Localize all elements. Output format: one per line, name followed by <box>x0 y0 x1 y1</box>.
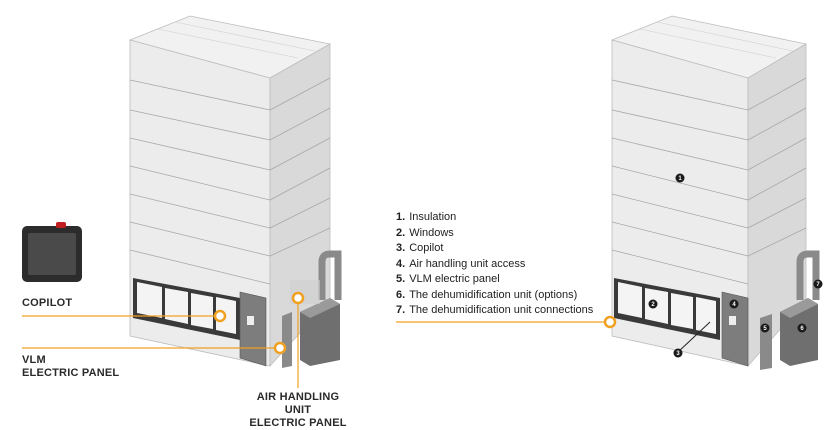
legend-item: 7.The dehumidification unit connections <box>396 304 594 316</box>
marker-5[interactable] <box>760 323 770 333</box>
marker-1[interactable] <box>675 173 685 183</box>
left-callout-lines <box>22 300 299 388</box>
marker-3-text: 3 <box>676 351 680 357</box>
legend-item: 4.Air handling unit access <box>396 257 526 270</box>
marker-5-text: 5 <box>763 326 767 332</box>
vlm-panel-label-line2: ELECTRIC PANEL <box>22 367 120 379</box>
vlm-panel-label-line1: VLM <box>22 354 46 366</box>
marker-2-text: 2 <box>651 302 655 308</box>
left-dehumidification-unit <box>282 250 342 368</box>
marker-2[interactable] <box>648 299 658 309</box>
marker-6[interactable] <box>797 323 807 333</box>
legend-item: 2.Windows <box>396 226 454 239</box>
marker-7-text: 7 <box>816 282 820 288</box>
legend-item: 1.Insulation <box>396 211 457 223</box>
legend-item: 3.Copilot <box>396 242 444 254</box>
marker-1-text: 1 <box>678 176 682 182</box>
marker-3[interactable] <box>673 348 683 358</box>
ahu-panel-label-line1: AIR HANDLING UNIT <box>256 391 340 416</box>
copilot-label-text: COPILOT <box>22 297 73 309</box>
vlm-panel-label: VLM ELECTRIC PANEL <box>22 354 119 380</box>
marker-4[interactable] <box>729 299 739 309</box>
legend-item: 6.The dehumidification unit (options) <box>396 288 578 301</box>
copilot-marker[interactable] <box>213 309 227 323</box>
copilot-label: COPILOT <box>22 297 72 310</box>
ahu-panel-marker[interactable] <box>291 291 305 305</box>
ahu-panel-label: AIR HANDLING UNIT ELECTRIC PANEL <box>244 391 352 430</box>
marker-7[interactable] <box>813 279 823 289</box>
copilot-device <box>22 222 82 282</box>
marker-6-text: 6 <box>800 326 804 332</box>
number-markers: 1 2 3 4 5 6 7 <box>648 173 823 358</box>
legend-leader-marker[interactable] <box>603 315 617 329</box>
component-legend: 1.Insulation 2.Windows 3.Copilot 4.Air h… <box>396 210 593 319</box>
legend-item: 5.VLM electric panel <box>396 273 500 285</box>
left-vlm-tower <box>128 15 342 368</box>
vlm-panel-marker[interactable] <box>273 341 287 355</box>
marker-4-text: 4 <box>732 302 736 308</box>
right-vlm-tower <box>610 15 820 370</box>
ahu-panel-label-line2: ELECTRIC PANEL <box>249 417 347 429</box>
